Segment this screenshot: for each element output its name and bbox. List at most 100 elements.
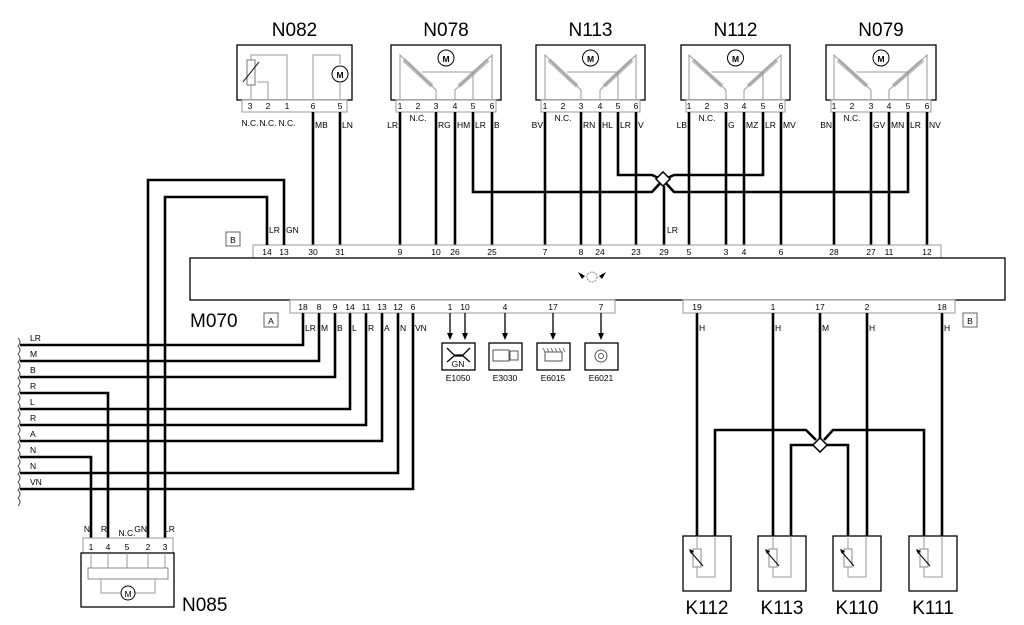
wire-label: RG	[438, 120, 451, 130]
connector-b-tag	[962, 312, 978, 328]
wire-label: MZ	[746, 120, 758, 130]
wire-label: HM	[457, 120, 470, 130]
e-device-label: E6015	[541, 373, 566, 383]
motor-icon	[437, 49, 455, 67]
pin-number: 1	[285, 101, 290, 111]
wire-label: LR	[765, 120, 776, 130]
harness-wire	[20, 313, 305, 347]
harness-break	[17, 337, 21, 507]
motor-symbol: M	[124, 589, 131, 599]
wire-label: GN	[286, 225, 299, 235]
motor-icon	[120, 585, 136, 601]
thermistor-icon	[768, 548, 778, 568]
wire	[135, 579, 156, 594]
wire-r	[20, 391, 110, 538]
splice-node	[654, 170, 672, 188]
pin-number: 2	[865, 302, 870, 312]
sensor-label: K113	[761, 598, 804, 619]
connector-a-label: A	[268, 316, 274, 326]
pin-number: 26	[450, 247, 460, 257]
thermistor-icon	[843, 548, 853, 568]
harness-label: B	[30, 365, 36, 375]
harness-wire	[20, 313, 352, 411]
wire-label: MB	[315, 120, 328, 130]
motor-symbol: M	[442, 54, 449, 64]
pin-number: 1	[771, 302, 776, 312]
pin-number: 2	[561, 101, 566, 111]
e-device-label: E1050	[446, 373, 471, 383]
pin-number: 30	[308, 247, 318, 257]
icon-text: GN	[452, 359, 465, 369]
pin-number: 13	[279, 247, 289, 257]
motor-symbol: M	[336, 70, 343, 80]
wiper-line	[567, 71, 619, 100]
thermistor-icon	[692, 548, 702, 568]
pin-number: 3	[869, 101, 874, 111]
pin-number: 19	[692, 302, 702, 312]
sensor-box	[908, 535, 958, 592]
arrow-icon	[447, 333, 453, 340]
harness-label: M	[30, 349, 37, 359]
internal-line	[250, 54, 288, 100]
pin-number: 14	[345, 302, 355, 312]
harness-label: VN	[30, 477, 42, 487]
wire-label: LR	[475, 120, 486, 130]
pin-strip	[241, 99, 348, 113]
arrow-icon	[502, 333, 508, 340]
pin-number: 3	[434, 101, 439, 111]
air-distribution-snowflake-icon	[578, 271, 606, 283]
splice-node	[811, 436, 829, 454]
pin-number: 27	[866, 247, 876, 257]
pin-number: 17	[548, 302, 558, 312]
harness-label: R	[30, 413, 36, 423]
wire	[923, 536, 943, 578]
rear-defrost-icon	[488, 342, 523, 371]
pin-number: 5	[616, 101, 621, 111]
pin-strip	[685, 99, 786, 113]
pin-number: 1	[89, 542, 94, 552]
pin-number: 3	[724, 247, 729, 257]
wire-label: NV	[929, 120, 941, 130]
wire-label: H	[775, 323, 781, 333]
pin-number: 5	[125, 542, 130, 552]
wire-label: R	[368, 323, 374, 333]
wire-label: LR	[910, 120, 921, 130]
wire	[847, 536, 867, 578]
wiper-line	[856, 71, 909, 100]
wire-label: L	[352, 323, 357, 333]
pin-number: 29	[659, 247, 669, 257]
pin-number: 3	[579, 101, 584, 111]
pin-number: 2	[850, 101, 855, 111]
wire-label: H	[699, 323, 705, 333]
wire-label: LN	[342, 120, 353, 130]
component-label: N078	[423, 20, 468, 41]
harness-wire	[20, 313, 337, 379]
pin-number: 3	[163, 542, 168, 552]
wire-label: LR	[620, 120, 631, 130]
sensor-k111	[908, 535, 958, 592]
wire-label-nc: N.C.	[555, 113, 572, 123]
pin-number: 11	[362, 302, 371, 312]
wire-label: MN	[891, 120, 904, 130]
pin-number: 4	[887, 101, 892, 111]
wire-label: BV	[532, 120, 544, 130]
component-label: N079	[858, 20, 903, 41]
pin-number: 4	[106, 542, 111, 552]
e-device-label: E6021	[589, 373, 614, 383]
sensor-k113	[757, 535, 807, 592]
wire-label-nc: N.C.	[844, 113, 861, 123]
wire-label: R	[101, 524, 107, 534]
pin-number: 13	[377, 302, 387, 312]
potentiometer-left	[688, 53, 727, 100]
pin-number: 6	[779, 101, 784, 111]
harness-wire	[20, 313, 321, 363]
pin-number: 1	[832, 101, 837, 111]
thermistor-icon	[919, 548, 929, 568]
harness-label: LR	[30, 333, 41, 343]
m070-label: M070	[190, 311, 238, 332]
connector-b-tag	[225, 231, 241, 247]
n085-label: N085	[182, 595, 227, 616]
motor-symbol: M	[732, 54, 739, 64]
